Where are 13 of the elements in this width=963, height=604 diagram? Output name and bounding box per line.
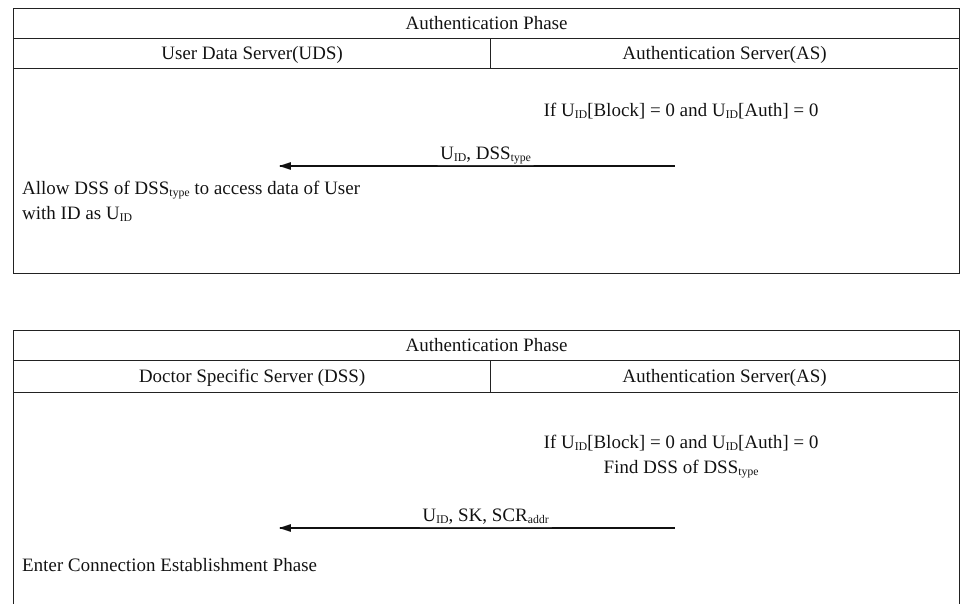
condition-text: If U$_{ID}$[Block] = 0 and U$_{ID}$[Auth] = 0: [544, 431, 818, 455]
message-arrow: [279, 524, 675, 532]
column-header: User Data Server(UDS): [14, 39, 491, 69]
table-title: Authentication Phase: [14, 9, 959, 39]
condition-text: Find DSS of DSS$_{type}$: [604, 456, 758, 480]
column-header: Authentication Server(AS): [491, 39, 958, 69]
condition-text: If U$_{ID}$[Block] = 0 and U$_{ID}$[Auth] = 0: [544, 99, 818, 123]
result-text: Enter Connection Establishment Phase: [22, 554, 317, 578]
column-header: Doctor Specific Server (DSS): [14, 361, 491, 393]
result-text: Allow DSS of DSS$_{type}$ to access data of User with ID as U$_{ID}$: [22, 177, 361, 226]
table-title: Authentication Phase: [14, 331, 959, 361]
message-arrow: [279, 162, 675, 170]
column-header: Authentication Server(AS): [491, 361, 958, 393]
